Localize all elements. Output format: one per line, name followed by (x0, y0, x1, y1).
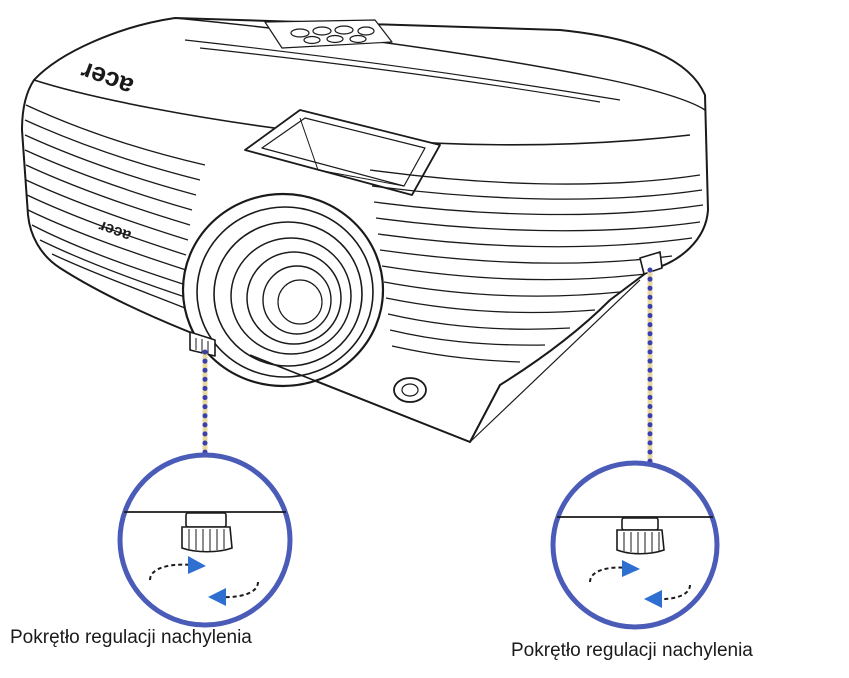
rotate-arrow-left-icon (208, 588, 226, 606)
tilt-knob-right (616, 517, 665, 555)
callout-label-right: Pokrętło regulacji nachylenia (511, 640, 753, 661)
rotate-arrow-right-icon (622, 560, 640, 577)
projection-lens (181, 192, 385, 388)
vent-ribs-right (369, 169, 704, 363)
magnifier-left (117, 452, 293, 628)
rotate-arrow-left-icon (644, 590, 662, 608)
lens-shift-recess (244, 109, 441, 196)
rotate-arrow-right-icon (188, 556, 206, 574)
rear-tilt-foot (639, 251, 663, 275)
vent-ribs-left (24, 104, 206, 311)
control-keypad (264, 19, 393, 49)
projector-body (21, 17, 709, 443)
rotate-arrows-right (589, 560, 691, 608)
callout-label-left: Pokrętło regulacji nachylenia (10, 627, 252, 648)
magnifier-right (550, 460, 720, 630)
front-tilt-foot (189, 331, 216, 357)
ir-sensor (393, 377, 427, 403)
tilt-knob-left (181, 512, 233, 553)
projector (21, 17, 709, 443)
rotate-arrows-left (149, 556, 259, 606)
